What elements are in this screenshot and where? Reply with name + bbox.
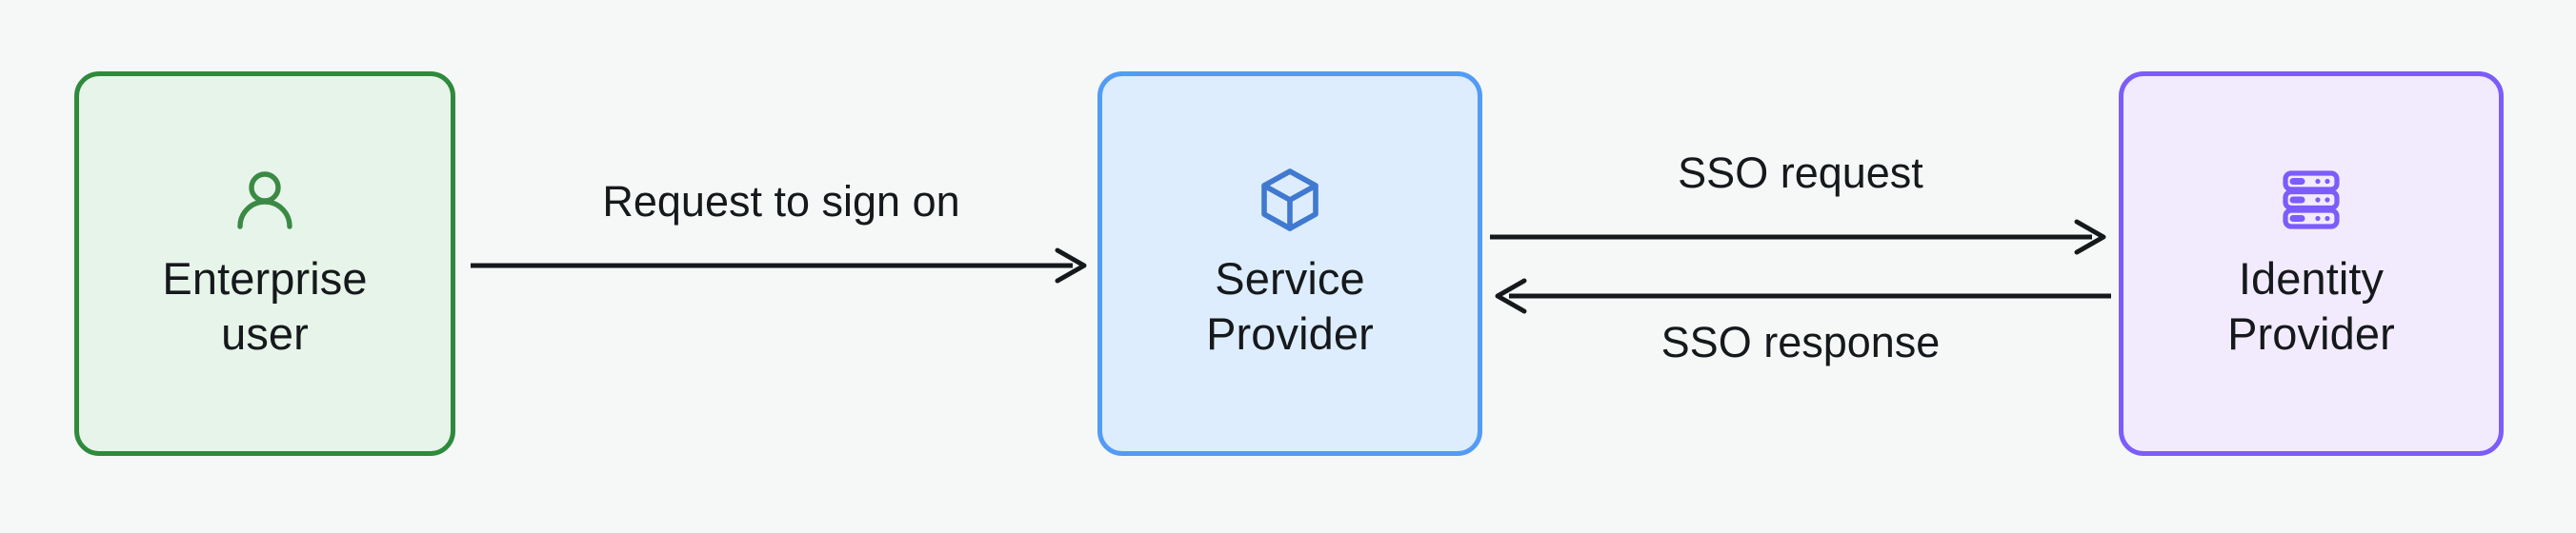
node-service-provider[interactable]: Service Provider [1097,71,1482,456]
arrow-sso-request [1490,219,2106,255]
node-service-provider-label: Service Provider [1206,253,1374,359]
node-identity-provider-label: Identity Provider [2227,253,2395,359]
person-icon [231,166,299,234]
server-rack-icon [2277,166,2345,234]
edge-label-request-to-sign-on: Request to sign on [602,177,960,226]
edge-label-sso-request: SSO request [1678,148,1923,197]
edge-label-sso-response: SSO response [1660,318,1941,366]
cube-icon [1256,166,1324,234]
node-identity-provider[interactable]: Identity Provider [2119,71,2504,456]
arrow-request-to-sign-on [471,247,1087,284]
node-enterprise-user[interactable]: Enterprise user [74,71,455,456]
node-enterprise-user-label: Enterprise user [162,253,368,359]
arrow-sso-response [1495,278,2111,314]
